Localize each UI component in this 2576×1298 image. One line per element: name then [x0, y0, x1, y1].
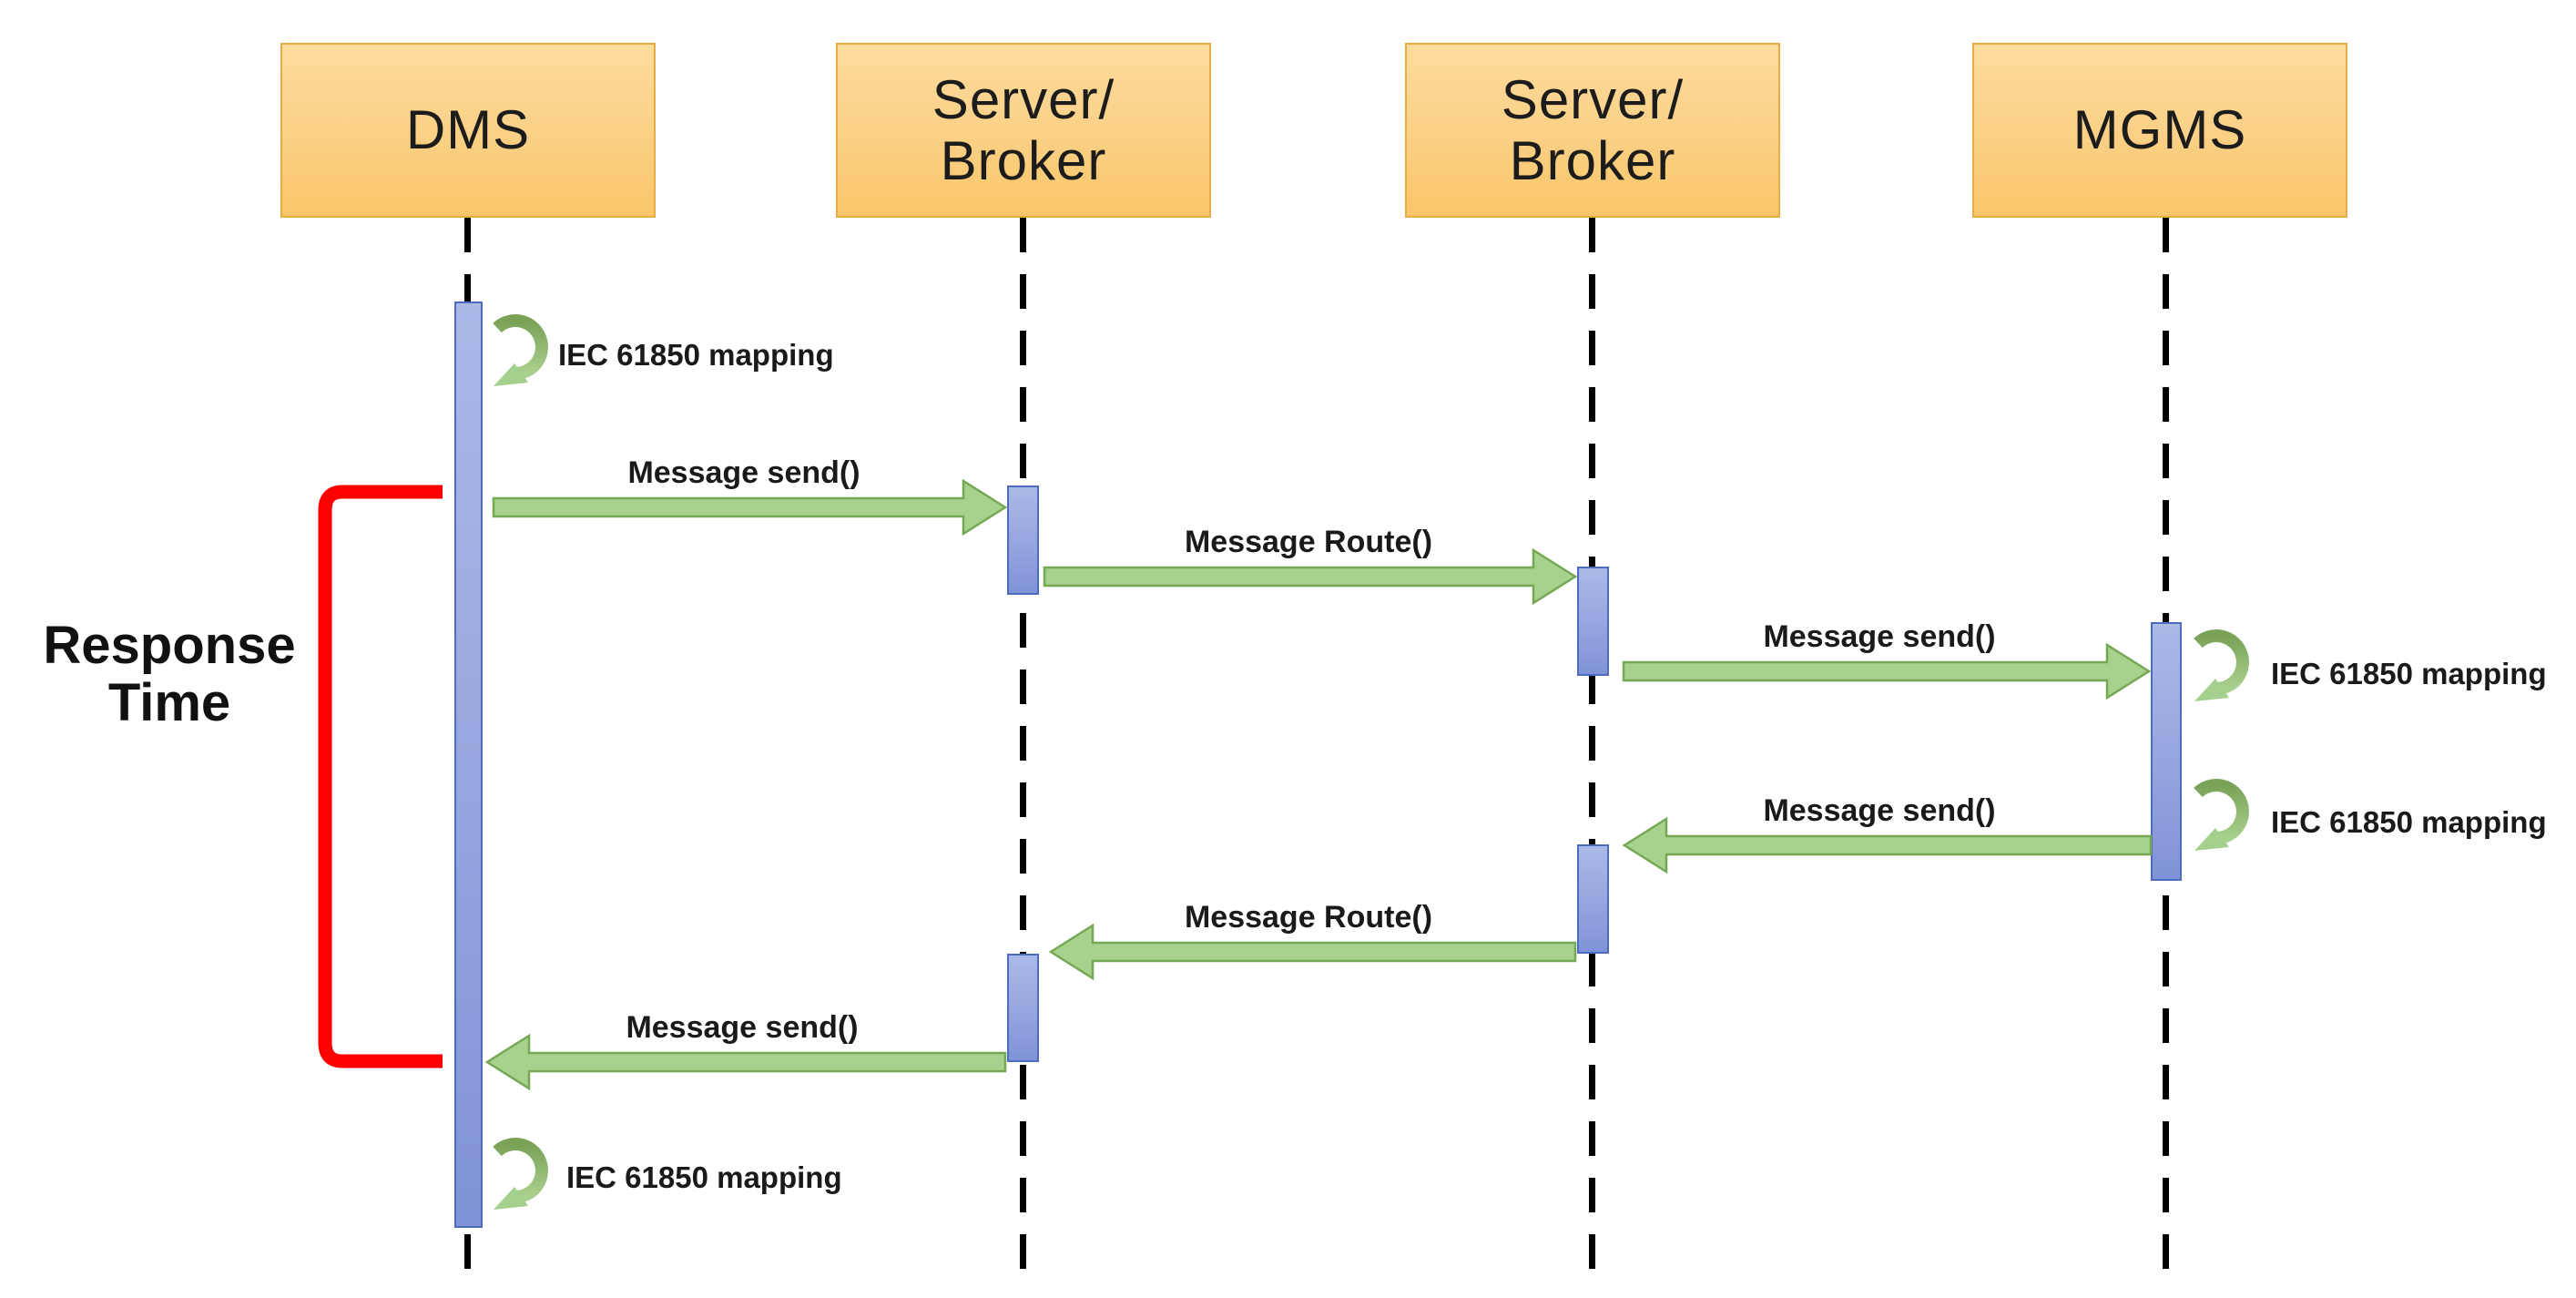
message-label-6: Message send(): [626, 1010, 859, 1045]
actor-label-server-broker-1: Server/ Broker: [932, 68, 1115, 191]
actor-box-dms: DMS: [280, 43, 656, 218]
self-loop-label-mgms-upper: IEC 61850 mapping: [2271, 657, 2547, 690]
self-loop-label-dms-top: IEC 61850 mapping: [558, 338, 834, 372]
lifeline-server-broker-2: [1589, 218, 1595, 1286]
activation-bar-sb1-upper: [1007, 485, 1039, 595]
actor-box-mgms: MGMS: [1972, 43, 2347, 218]
actor-label-dms: DMS: [405, 99, 531, 161]
activation-bar-mgms: [2151, 622, 2182, 881]
self-loop-arrow-mgms-lower: [2194, 785, 2243, 851]
self-loop-label-dms-bottom: IEC 61850 mapping: [566, 1160, 842, 1194]
message-label-4: Message send(): [1763, 793, 1996, 828]
activation-bar-sb2-upper: [1577, 567, 1609, 676]
message-label-5: Message Route(): [1184, 900, 1433, 935]
message-label-1: Message send(): [627, 455, 860, 490]
lifeline-server-broker-1: [1020, 218, 1026, 1286]
activation-bar-sb2-lower: [1577, 844, 1609, 954]
response-time-bracket: [318, 485, 443, 1068]
self-loop-arrow-dms-top: [494, 321, 542, 386]
self-loop-arrow-dms-bottom: [494, 1144, 542, 1210]
message-label-3: Message send(): [1763, 619, 1996, 654]
activation-bar-sb1-lower: [1007, 954, 1039, 1062]
message-label-2: Message Route(): [1184, 525, 1433, 559]
self-loop-label-mgms-lower: IEC 61850 mapping: [2271, 805, 2547, 839]
actor-box-server-broker-1: Server/ Broker: [836, 43, 1211, 218]
actor-label-server-broker-2: Server/ Broker: [1501, 68, 1685, 191]
self-loop-arrow-mgms-upper: [2194, 636, 2243, 701]
actor-label-mgms: MGMS: [2072, 99, 2247, 161]
response-time-label: Response Time: [43, 616, 296, 732]
actor-box-server-broker-2: Server/ Broker: [1405, 43, 1780, 218]
activation-bar-dms: [454, 302, 483, 1228]
